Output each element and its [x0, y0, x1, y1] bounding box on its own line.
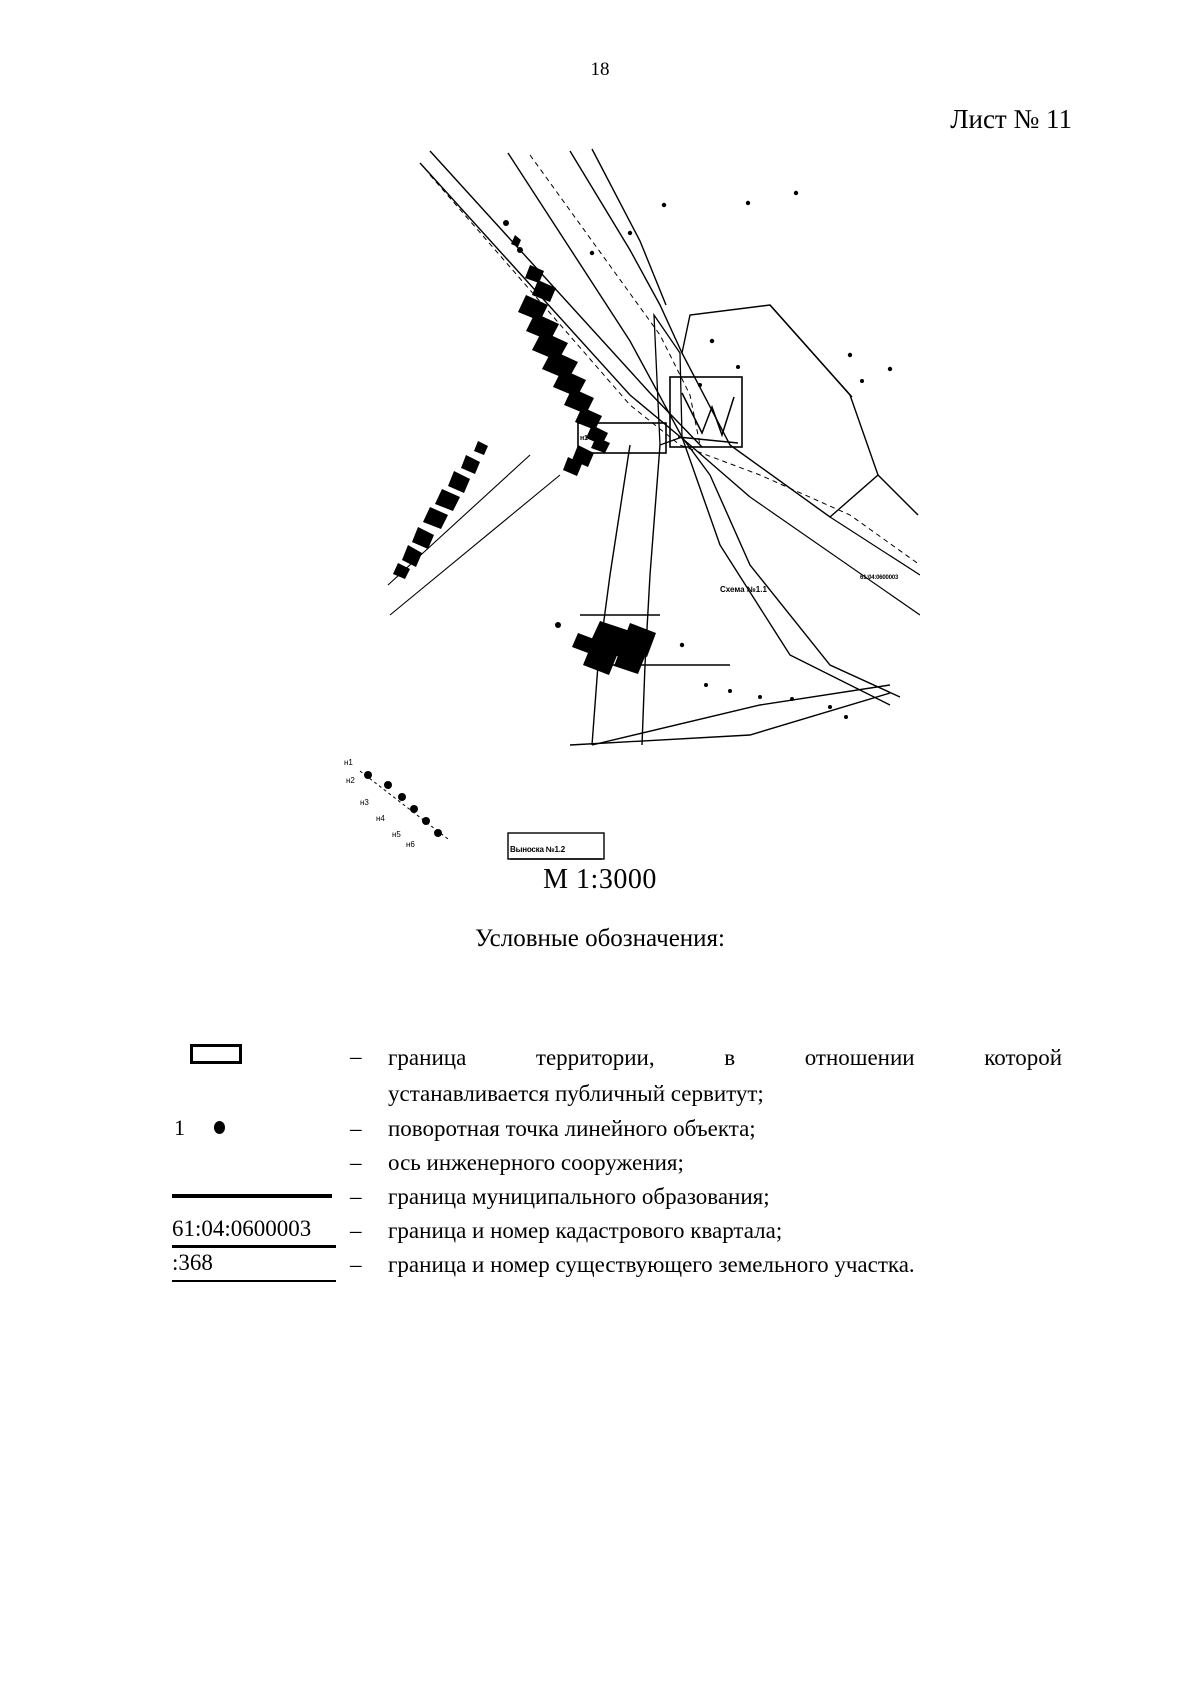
point-number-label: 1: [174, 1115, 185, 1140]
svg-text:н6: н6: [406, 840, 415, 849]
legend-description: граница муниципального образования;: [388, 1184, 770, 1209]
legend-description-line-2: устанавливается публичный сервитут;: [388, 1081, 764, 1106]
parcel-underline: [172, 1280, 336, 1282]
cadastral-map: н1 н2 н3 н4 н5 н6 н1 Схема №1.1 61:04:06…: [330, 145, 920, 875]
legend-description: граница и номер кадастрового квартала;: [388, 1218, 783, 1243]
map-scale: М 1:3000: [543, 864, 657, 895]
legend-row: – ось инженерного сооружения;: [172, 1146, 1062, 1180]
sheet-label: Лист № 11: [950, 104, 1072, 134]
legend-title: Условные обозначения:: [474, 925, 726, 952]
map-label-inset: Выноска №1.2: [510, 845, 565, 854]
legend-row: – граница территории, в отношении которо…: [172, 1040, 1062, 1112]
legend-description: поворотная точка линейного объекта;: [388, 1116, 756, 1141]
legend-description: граница территории, в отношении которой …: [388, 1040, 1062, 1112]
svg-text:н2: н2: [346, 776, 355, 785]
legend-dash: –: [350, 1184, 362, 1209]
svg-text:н4: н4: [376, 814, 385, 823]
legend-description: ось инженерного сооружения;: [388, 1150, 684, 1175]
legend-row: – граница муниципального образования;: [172, 1180, 1062, 1214]
svg-text:н3: н3: [360, 798, 369, 807]
parcel-number-label: :368: [172, 1250, 213, 1275]
legend-symbol-axis-line: [172, 1146, 350, 1180]
filled-dot-icon: [214, 1121, 225, 1134]
map-drawing: н1 н2 н3 н4 н5 н6: [330, 145, 920, 875]
cadastral-quarter-number-label: 61:04:0600003: [172, 1214, 336, 1248]
legend-row: 1 – поворотная точка линейного объекта;: [172, 1112, 1062, 1146]
svg-text:н1: н1: [344, 758, 353, 767]
map-label-point-marker: н1: [580, 435, 588, 442]
legend-symbol-rectangle-outline: [172, 1040, 350, 1074]
thick-line-icon: [172, 1194, 332, 1198]
map-label-scheme-box: Схема №1.1: [720, 585, 767, 594]
legend-description-line-1: граница территории, в отношении которой: [388, 1045, 1062, 1070]
legend-description: граница и номер существующего земельного…: [388, 1252, 915, 1277]
legend-row: 61:04:0600003 – граница и номер кадастро…: [172, 1214, 1062, 1248]
legend-dash: –: [350, 1218, 362, 1243]
legend-symbol-thick-line: [172, 1180, 350, 1214]
svg-text:н5: н5: [392, 830, 401, 839]
legend-dash: –: [350, 1252, 362, 1277]
legend-symbol-cadastral-quarter-number: 61:04:0600003: [172, 1214, 350, 1248]
legend-symbol-numbered-point: 1: [172, 1112, 350, 1146]
legend-dash: –: [350, 1150, 362, 1175]
legend-symbol-parcel-number: :368: [172, 1248, 350, 1282]
legend-dash: –: [350, 1116, 362, 1141]
map-label-cadastral-quarter: 61:04:0600003: [860, 575, 899, 581]
legend-dash: –: [350, 1044, 362, 1069]
page-number: 18: [590, 59, 610, 80]
legend: – граница территории, в отношении которо…: [172, 1040, 1062, 1282]
legend-row: :368 – граница и номер существующего зем…: [172, 1248, 1062, 1282]
rectangle-outline-icon: [190, 1044, 242, 1064]
